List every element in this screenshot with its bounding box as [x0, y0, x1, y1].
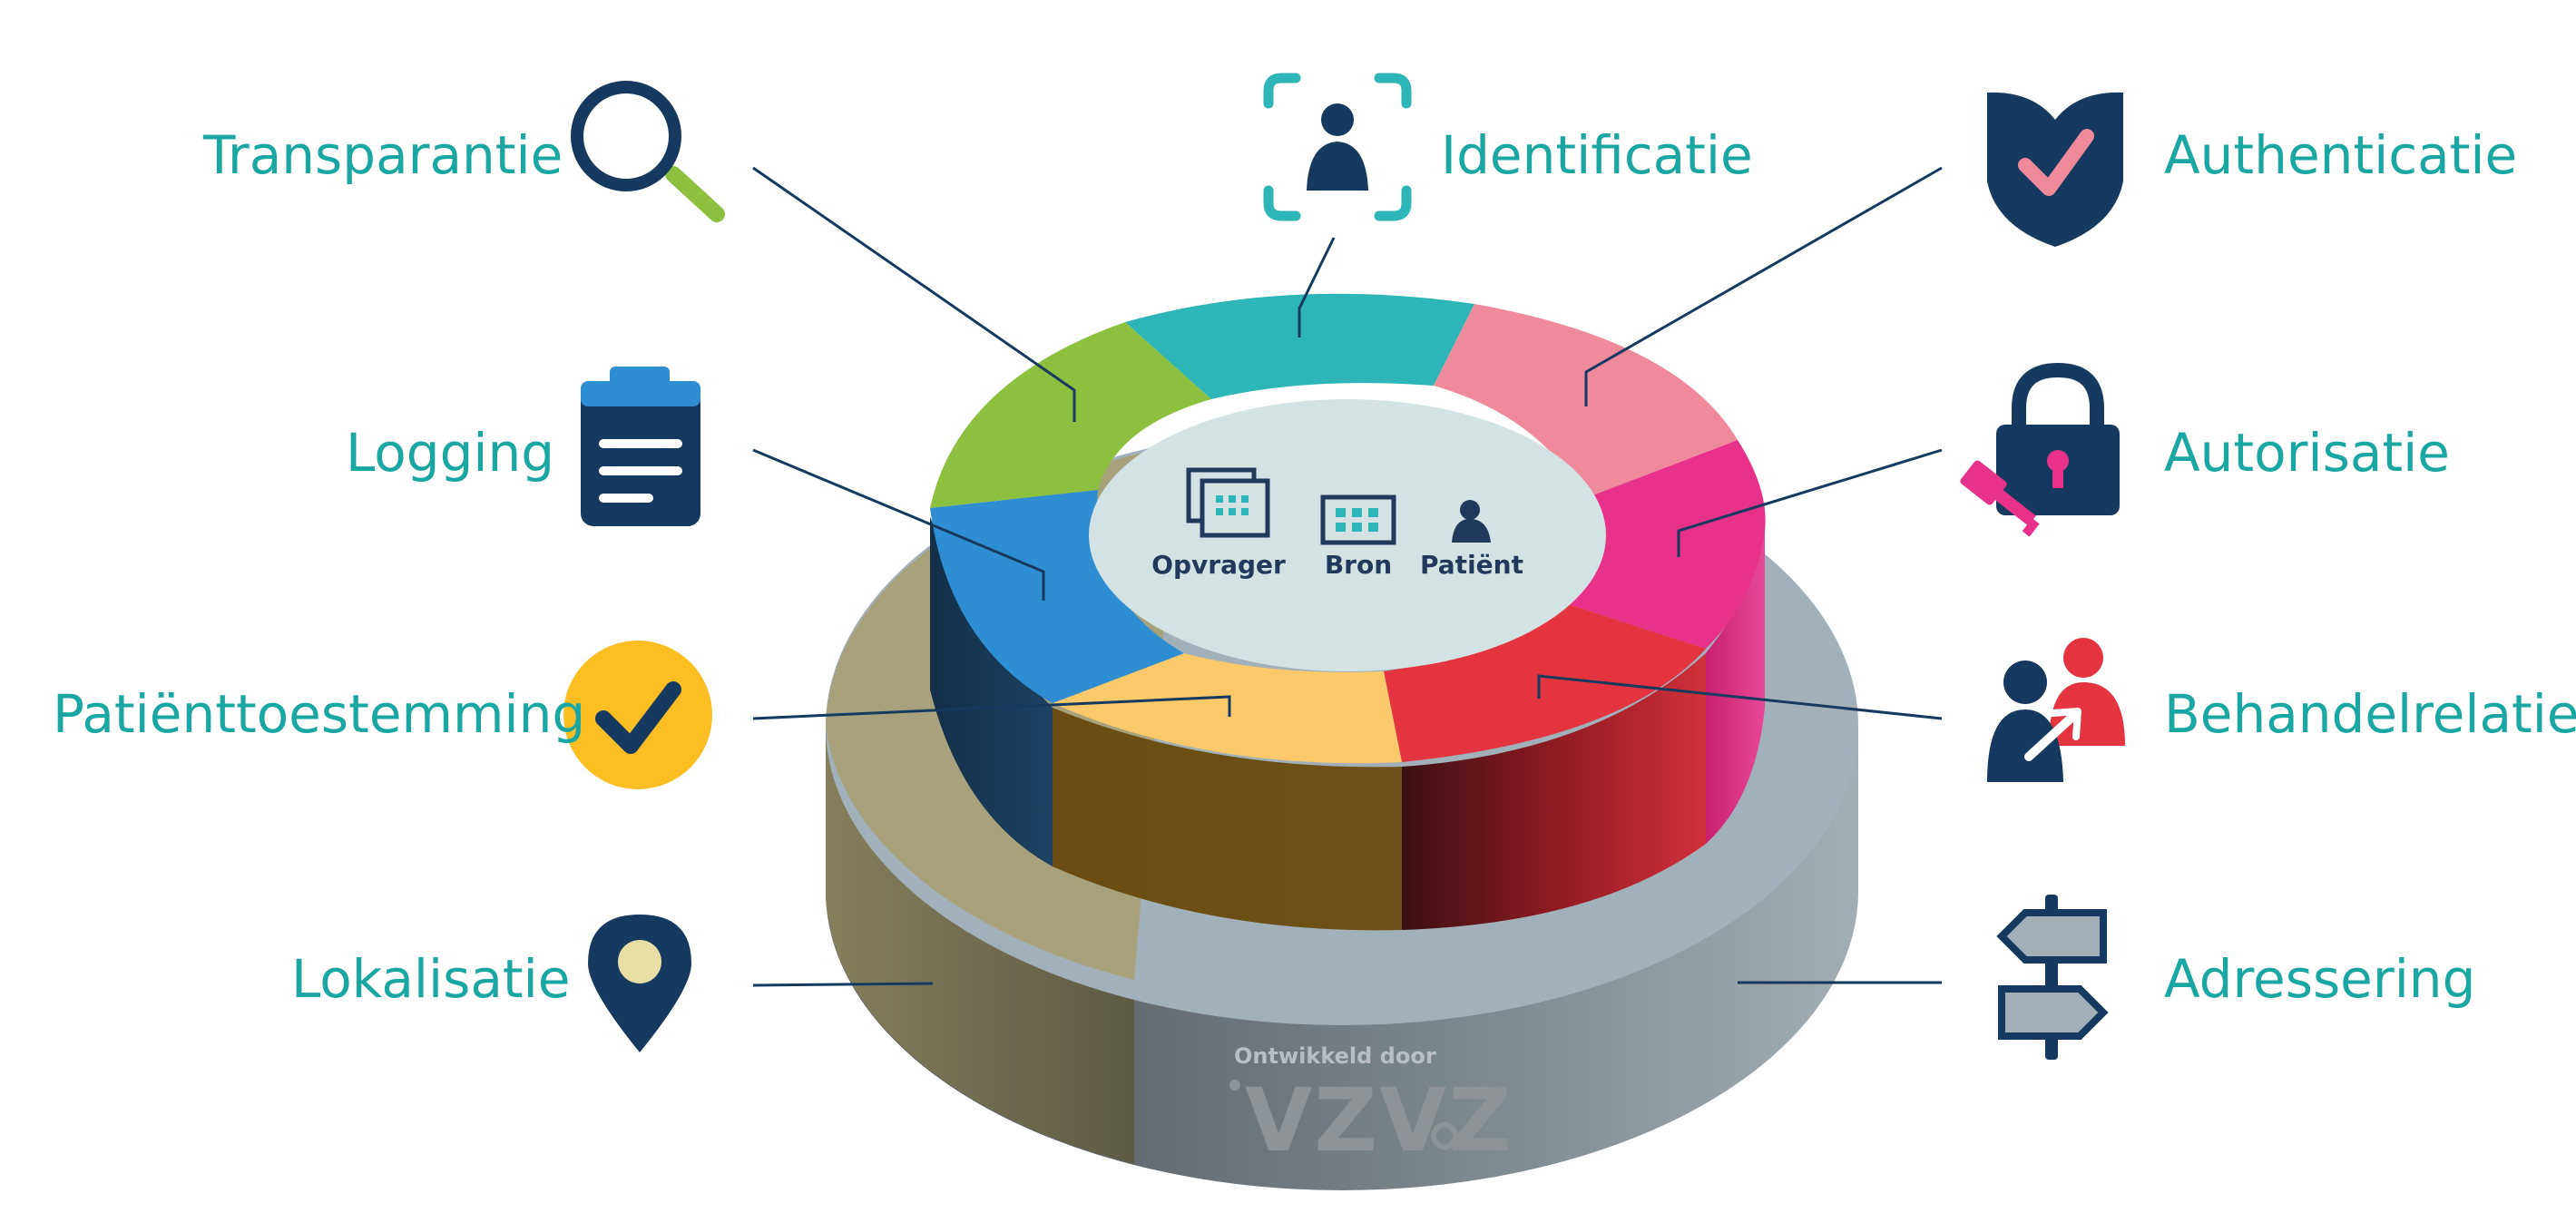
care-relation-icon: [1987, 638, 2125, 782]
magnifier-icon: [571, 81, 725, 222]
segment-behandelrelatie: [1384, 603, 1706, 762]
brand-dot-icon: [1229, 1080, 1240, 1091]
label-behandelrelatie: Behandelrelatie: [2164, 683, 2576, 745]
patient-icon: [1452, 500, 1491, 543]
clipboard-icon: [581, 367, 700, 526]
segment-logging: [930, 490, 1184, 703]
center-label-opvrager: Opvrager: [1151, 550, 1286, 580]
connector-authenticatie: [1584, 166, 1943, 406]
location-pin-icon: [588, 915, 691, 1052]
check-circle-icon: [563, 641, 712, 789]
segment-identificatie: [1125, 293, 1474, 399]
segment-patienttoestemming: [1053, 653, 1402, 764]
connector-lines: [752, 166, 1943, 987]
opvrager-icon: [1186, 467, 1270, 538]
segment-autorisatie: [1565, 440, 1766, 649]
brand-caption: Ontwikkeld door: [1234, 1043, 1436, 1069]
label-autorisatie: Autorisatie: [2164, 422, 2450, 484]
connector-identificatie: [1298, 237, 1336, 338]
label-logging: Logging: [346, 422, 555, 484]
brand-ring-icon: [1431, 1122, 1458, 1150]
connector-transparantie: [752, 166, 1076, 422]
center-label-patient: Patiënt: [1420, 550, 1523, 580]
label-identificatie: Identificatie: [1441, 124, 1753, 186]
center-label-bron: Bron: [1325, 550, 1392, 580]
label-adressering: Adressering: [2164, 948, 2476, 1010]
connector-logging: [752, 448, 1045, 601]
bron-icon: [1320, 494, 1396, 545]
connector-behandelrelatie: [1537, 674, 1943, 720]
label-lokalisatie: Lokalisatie: [291, 948, 571, 1010]
connector-lokalisatie: [752, 982, 934, 987]
label-authenticatie: Authenticatie: [2164, 124, 2518, 186]
shield-check-icon: [1987, 92, 2123, 247]
label-patienttoestemming: Patiënttoestemming: [53, 683, 586, 745]
label-transparantie: Transparantie: [203, 124, 563, 186]
connector-patienttoestemming: [752, 695, 1231, 720]
padlock-key-icon: [1960, 362, 2120, 537]
brand-name: VZVZ: [1245, 1070, 1513, 1171]
signpost-icon: [1996, 895, 2109, 1060]
connector-autorisatie: [1677, 448, 1943, 557]
segment-transparantie: [930, 322, 1211, 508]
identification-icon: [1263, 73, 1412, 221]
